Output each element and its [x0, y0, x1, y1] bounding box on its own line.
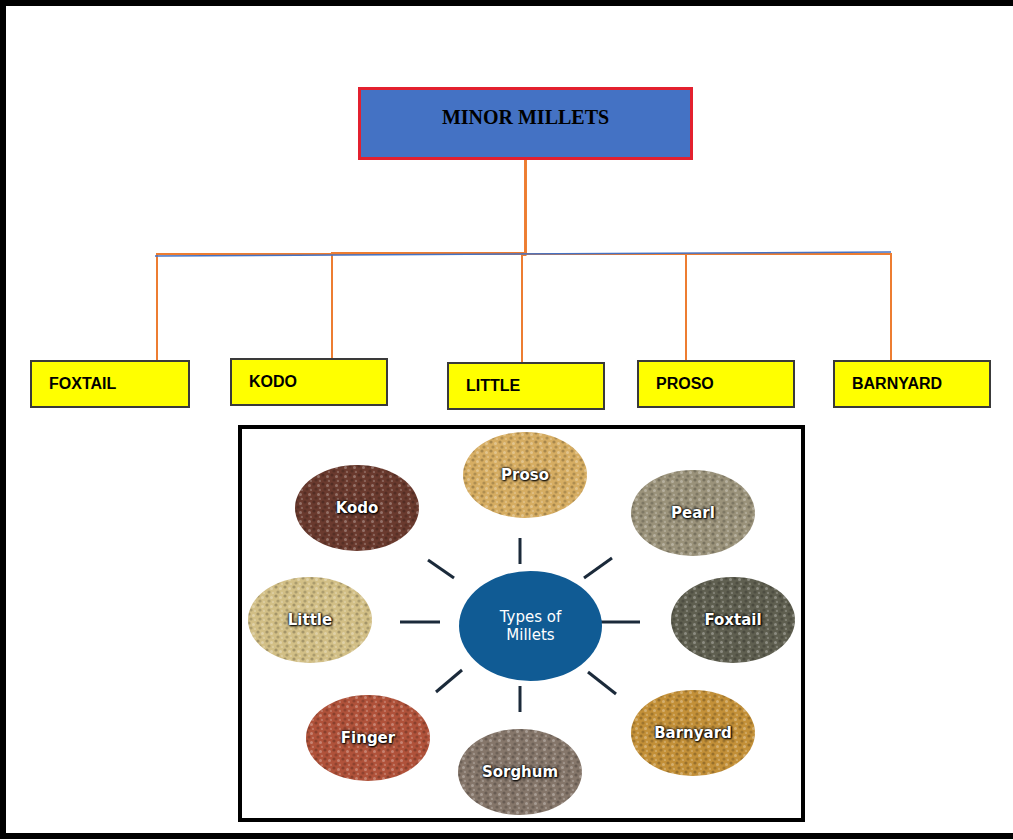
grain-texture	[631, 470, 755, 556]
inset-frame	[240, 427, 803, 820]
node-label: Pearl	[671, 504, 715, 522]
tree-connector	[526, 160, 687, 360]
node-label: FOXTAIL	[49, 375, 116, 393]
node-label: Types of Millets	[483, 608, 579, 644]
node-label: Proso	[501, 466, 549, 484]
oval-fill	[463, 432, 587, 518]
category-box: PROSO	[637, 360, 795, 408]
node-label: Little	[288, 611, 332, 629]
spoke-line	[519, 686, 522, 712]
node-label: LITTLE	[466, 377, 520, 395]
grain-texture	[248, 577, 372, 663]
node-label: Barnyard	[654, 724, 732, 742]
oval-fill	[295, 465, 419, 551]
grain-circle: Proso	[462, 431, 588, 519]
tree-connector	[157, 160, 526, 360]
grain-circle: Finger	[305, 694, 431, 782]
grain-circle: Sorghum	[457, 728, 583, 816]
node-label: Sorghum	[482, 763, 558, 781]
page-frame	[3, 3, 1013, 836]
grain-circle: Kodo	[294, 464, 420, 552]
grain-texture	[671, 577, 795, 663]
category-box: BARNYARD	[833, 360, 991, 408]
node-label: Foxtail	[704, 611, 761, 629]
spoke-line	[400, 621, 440, 624]
center-circle: Types of Millets	[458, 570, 603, 682]
spoke-line	[584, 558, 612, 578]
node-label: PROSO	[656, 375, 714, 393]
grain-texture	[631, 690, 755, 776]
grain-texture	[463, 432, 587, 518]
title-box: MINOR MILLETS	[358, 87, 693, 160]
grain-circle: Little	[247, 576, 373, 664]
oval-fill	[306, 695, 430, 781]
node-label: Kodo	[336, 499, 379, 517]
oval-fill	[459, 571, 602, 681]
grain-texture	[295, 465, 419, 551]
grain-circle: Foxtail	[670, 576, 796, 664]
oval-fill	[631, 470, 755, 556]
node-label: KODO	[249, 373, 297, 391]
node-label: BARNYARD	[852, 375, 942, 393]
tree-connector	[332, 160, 526, 358]
spoke-group	[400, 538, 640, 712]
grain-circle: Barnyard	[630, 689, 756, 777]
grain-circle: Pearl	[630, 469, 756, 557]
oval-fill	[458, 729, 582, 815]
spoke-line	[436, 670, 462, 692]
grain-texture	[306, 695, 430, 781]
tree-connector	[526, 160, 892, 360]
spoke-line	[600, 621, 640, 624]
category-box: FOXTAIL	[30, 360, 190, 408]
grain-texture	[458, 729, 582, 815]
node-label: Finger	[341, 729, 395, 747]
oval-fill	[248, 577, 372, 663]
spoke-line	[588, 672, 616, 694]
category-box: KODO	[230, 358, 388, 406]
category-box: LITTLE	[447, 362, 605, 410]
bus-line	[155, 252, 891, 256]
node-label: MINOR MILLETS	[442, 106, 609, 129]
spoke-line	[519, 538, 522, 564]
spoke-line	[428, 560, 454, 578]
oval-fill	[631, 690, 755, 776]
oval-fill	[671, 577, 795, 663]
